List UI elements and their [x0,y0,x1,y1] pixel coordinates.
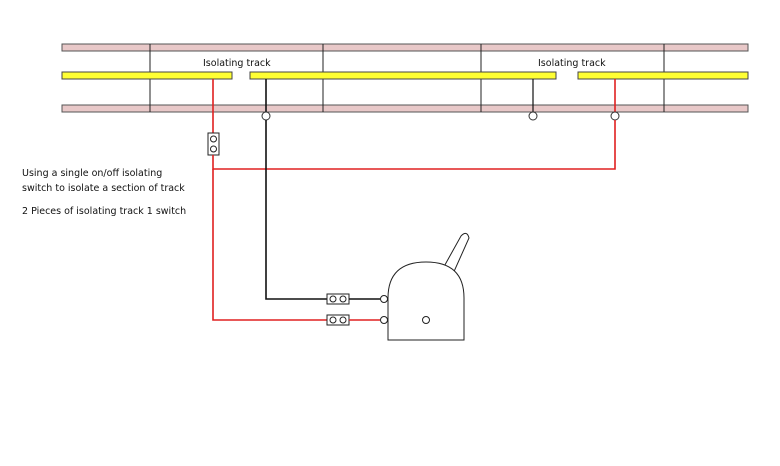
black-wire-to-switch [265,120,327,300]
bottom-rail [61,104,749,113]
switch-body [387,261,465,341]
isolating-switch [380,232,470,341]
red-wire-to-switch [212,169,327,321]
connector-block-left [207,132,220,156]
switch-terminal-bottom [380,316,388,324]
switch-terminal-top [380,295,388,303]
terminal-right-1 [528,111,538,121]
top-rail [61,43,749,52]
terminal-right-2 [610,111,620,121]
isolating-track-label-right: Isolating track [538,58,606,69]
caption-line-2: switch to isolate a section of track [22,183,185,194]
isolating-track-label-left: Isolating track [203,58,271,69]
caption-line-3: 2 Pieces of isolating track 1 switch [22,206,187,217]
live-rail-section-1 [61,71,233,80]
caption-line-1: Using a single on/off isolating [22,168,163,179]
terminal-black [261,111,271,121]
connector-block-red [326,314,350,326]
switch-pivot [422,316,430,324]
red-wire-bridge [212,120,616,170]
live-rail-section-2 [249,71,557,80]
switch-lever [440,232,470,277]
live-rail-section-3 [577,71,749,80]
connector-block-black [326,293,350,305]
